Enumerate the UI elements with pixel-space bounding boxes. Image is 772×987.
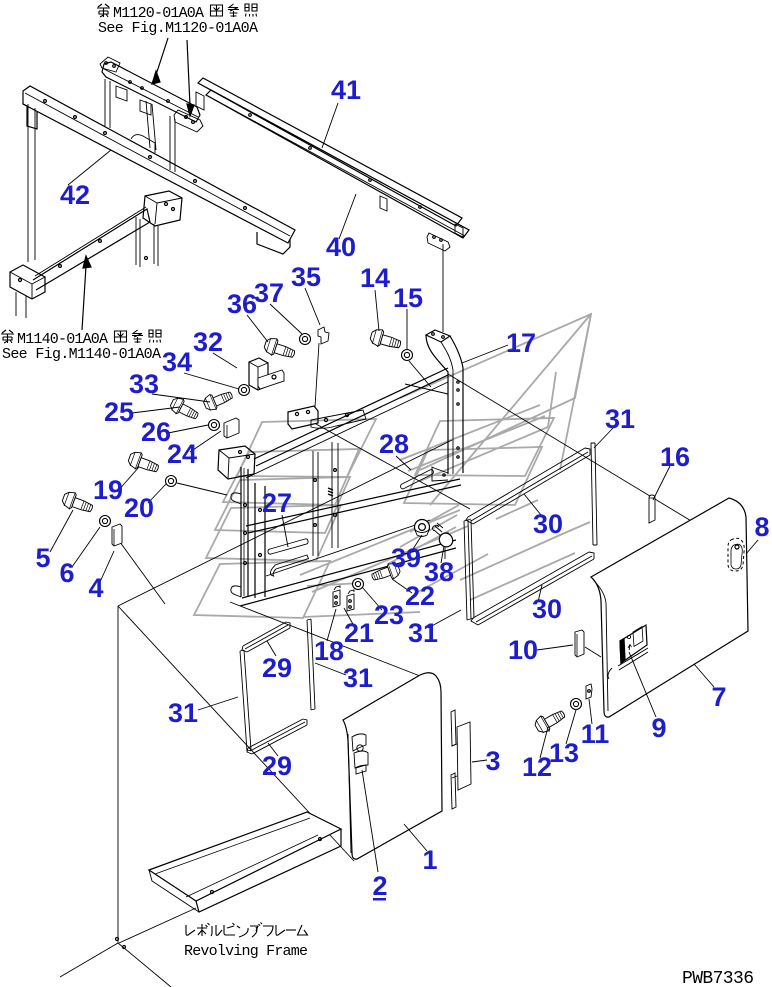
svg-text:M1140-01A0A: M1140-01A0A bbox=[17, 331, 109, 348]
svg-text:29: 29 bbox=[262, 653, 292, 683]
svg-text:16: 16 bbox=[660, 442, 690, 472]
svg-text:PWB7336: PWB7336 bbox=[682, 969, 755, 987]
svg-text:22: 22 bbox=[405, 581, 435, 611]
svg-text:38: 38 bbox=[424, 557, 454, 587]
svg-text:18: 18 bbox=[314, 636, 344, 666]
svg-text:20: 20 bbox=[124, 493, 154, 523]
svg-text:32: 32 bbox=[193, 327, 223, 357]
svg-text:See Fig.M1120-01A0A: See Fig.M1120-01A0A bbox=[98, 20, 259, 37]
svg-text:21: 21 bbox=[344, 618, 374, 648]
svg-text:31: 31 bbox=[168, 698, 198, 728]
svg-text:39: 39 bbox=[391, 543, 421, 573]
svg-text:31: 31 bbox=[343, 663, 373, 693]
svg-text:Revolving Frame: Revolving Frame bbox=[184, 943, 309, 960]
svg-text:34: 34 bbox=[162, 347, 192, 377]
svg-text:29: 29 bbox=[262, 751, 292, 781]
svg-text:31: 31 bbox=[408, 618, 438, 648]
svg-text:2: 2 bbox=[372, 871, 387, 901]
svg-text:11: 11 bbox=[581, 719, 610, 749]
svg-text:40: 40 bbox=[326, 232, 356, 262]
svg-text:41: 41 bbox=[331, 75, 361, 105]
svg-text:4: 4 bbox=[88, 573, 103, 603]
svg-text:5: 5 bbox=[35, 543, 50, 573]
svg-text:12: 12 bbox=[522, 752, 552, 782]
svg-text:19: 19 bbox=[93, 475, 123, 505]
svg-text:30: 30 bbox=[532, 594, 562, 624]
svg-text:37: 37 bbox=[254, 278, 284, 308]
svg-text:9: 9 bbox=[651, 713, 666, 743]
svg-text:1: 1 bbox=[422, 845, 437, 875]
svg-text:35: 35 bbox=[291, 262, 321, 292]
svg-text:6: 6 bbox=[59, 558, 74, 588]
svg-text:15: 15 bbox=[393, 283, 423, 313]
svg-text:23: 23 bbox=[374, 600, 404, 630]
svg-text:36: 36 bbox=[227, 289, 257, 319]
svg-text:33: 33 bbox=[129, 369, 159, 399]
svg-text:26: 26 bbox=[141, 417, 171, 447]
svg-text:31: 31 bbox=[605, 404, 635, 434]
svg-text:3: 3 bbox=[485, 746, 500, 776]
svg-text:25: 25 bbox=[104, 397, 134, 427]
svg-text:See Fig.M1140-01A0A: See Fig.M1140-01A0A bbox=[2, 346, 162, 363]
svg-text:17: 17 bbox=[506, 328, 536, 358]
svg-text:13: 13 bbox=[549, 738, 579, 768]
svg-text:10: 10 bbox=[508, 635, 538, 665]
svg-text:7: 7 bbox=[711, 682, 726, 712]
svg-text:8: 8 bbox=[754, 512, 769, 542]
svg-text:24: 24 bbox=[167, 439, 197, 469]
svg-text:42: 42 bbox=[60, 180, 90, 210]
svg-text:30: 30 bbox=[533, 509, 563, 539]
svg-text:M1120-01A0A: M1120-01A0A bbox=[113, 5, 205, 22]
svg-text:27: 27 bbox=[262, 488, 292, 518]
svg-text:14: 14 bbox=[360, 263, 390, 293]
svg-text:28: 28 bbox=[379, 429, 409, 459]
